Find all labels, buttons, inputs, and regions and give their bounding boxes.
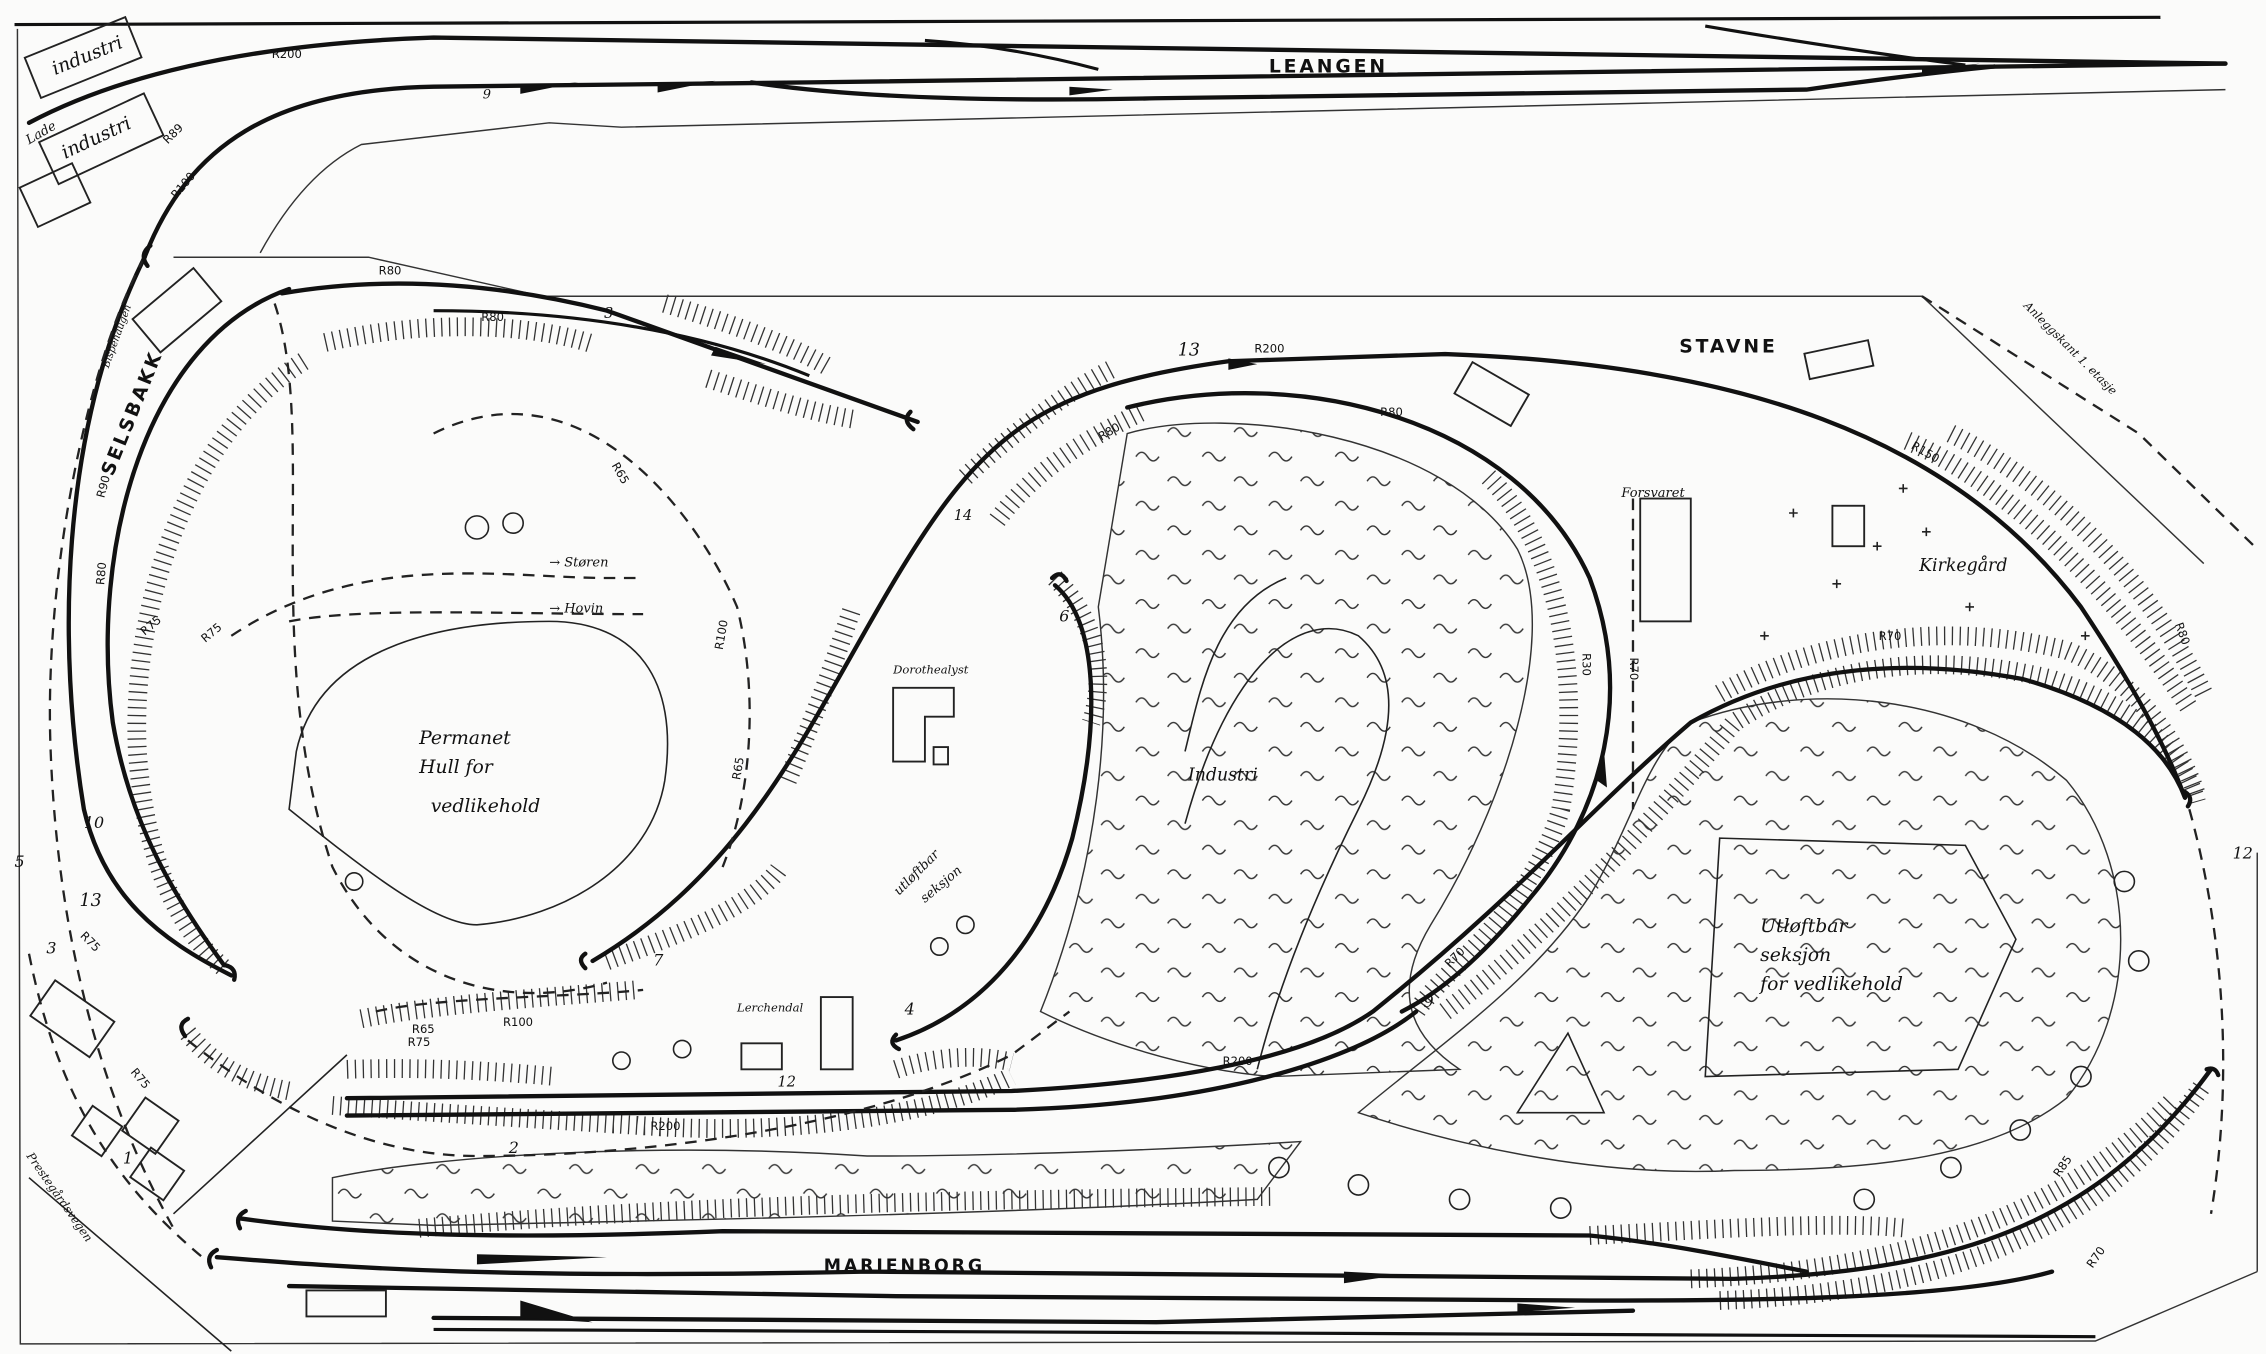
radius-label: R80 — [93, 562, 109, 586]
radius-label: R200 — [272, 47, 302, 61]
section-number: 3 — [46, 939, 56, 958]
section-number: 12 — [2233, 843, 2253, 862]
section-number: 3 — [604, 306, 613, 322]
radius-label: R65 — [609, 460, 632, 487]
radius-label: R75 — [77, 929, 103, 955]
label-permanent-hole-3: vedlikehold — [431, 796, 541, 817]
section-number: 9 — [1423, 992, 1433, 1011]
section-numbers: 13 10 13 3 5 12 4 6 2 1 9 7 14 12 3 9 — [15, 87, 2253, 1167]
label-storen: → Støren — [549, 555, 608, 570]
label-bispehaugen: Bispehaugen — [101, 303, 134, 370]
label-industri-center: Industri — [1187, 765, 1258, 785]
label-industri-1: industri — [49, 32, 126, 79]
radius-label: R80 — [379, 264, 402, 278]
radius-label: R75 — [198, 620, 224, 645]
section-number: 13 — [80, 891, 102, 911]
section-number: 2 — [508, 1138, 519, 1157]
section-number: 9 — [483, 87, 491, 102]
label-kirkegard: Kirkegård — [1918, 556, 2007, 576]
section-number: 14 — [954, 508, 972, 524]
radius-label: R200 — [650, 1119, 680, 1133]
switch-frogs — [476, 63, 1980, 1323]
label-anleggskant: Anleggskant 1. etasje — [2020, 298, 2120, 398]
embankments — [127, 294, 2213, 1310]
radius-label: R70 — [1879, 629, 1902, 643]
radius-label: R85 — [2050, 1153, 2074, 1180]
radius-label: R100 — [503, 1015, 533, 1029]
tracks — [26, 24, 2228, 1339]
section-number: 13 — [1178, 340, 1200, 360]
radius-label: R75 — [128, 1065, 153, 1091]
radius-label: R65 — [412, 1022, 435, 1036]
section-number: 10 — [84, 813, 104, 832]
buffer-stops — [141, 243, 2221, 1270]
radius-label: R80 — [481, 310, 504, 324]
radius-label: R90 — [94, 474, 113, 500]
label-hovin: → Hovin — [549, 602, 603, 617]
radius-label: R75 — [408, 1035, 431, 1049]
trees — [344, 512, 2150, 1219]
radius-label: R200 — [1254, 342, 1284, 356]
radius-label: R65 — [729, 756, 747, 781]
section-number: 7 — [653, 950, 664, 969]
label-permanent-hole-2: Hull for — [418, 757, 494, 778]
label-permanent-hole-1: Permanet — [418, 728, 511, 749]
radius-label: R100 — [168, 169, 198, 201]
label-utloftbar-large-3: for vedlikehold — [1758, 974, 1903, 995]
label-utloftbar-large-2: seksjon — [1760, 945, 1831, 966]
radius-label: R80 — [1380, 405, 1403, 419]
radius-label: R80 — [2172, 620, 2193, 646]
section-number: 6 — [1059, 606, 1069, 625]
buildings — [18, 15, 1875, 1352]
section-number: 5 — [15, 852, 25, 871]
baseboard-outline — [14, 15, 2259, 1345]
label-lerchendal: Lerchendal — [736, 1001, 803, 1015]
station-leangen: LEANGEN — [1269, 56, 1388, 77]
station-marienborg: MARIENBORG — [824, 1257, 985, 1277]
section-number: 12 — [778, 1075, 796, 1091]
radius-label: R75 — [138, 613, 164, 638]
cemetery-crosses — [1760, 484, 2090, 641]
label-forsvaret: Forsvaret — [1620, 486, 1685, 501]
section-number: 1 — [123, 1148, 133, 1167]
radius-label: R200 — [1223, 1054, 1253, 1068]
label-dorothealyst: Dorothealyst — [892, 662, 969, 676]
radius-label: R70 — [1627, 657, 1641, 680]
label-industri-2: industri — [58, 113, 134, 163]
radius-label: R70 — [2083, 1244, 2107, 1271]
radius-label: R89 — [160, 121, 186, 147]
water-areas — [288, 422, 2122, 1227]
radius-label: R100 — [712, 619, 731, 651]
label-utloftbar-large-1: Utløftbar — [1760, 916, 1848, 937]
section-number: 4 — [904, 999, 915, 1018]
label-prestegardsvegen: Prestegårdsvegen — [23, 1149, 96, 1244]
radius-label: R30 — [1579, 653, 1593, 676]
station-stavne: STAVNE — [1679, 337, 1778, 358]
